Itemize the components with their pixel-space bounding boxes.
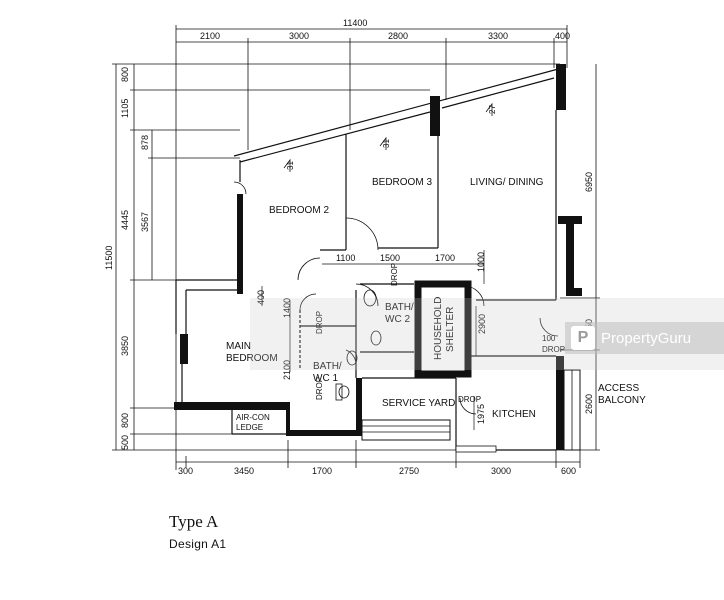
dim-int-100: 100 (542, 334, 556, 343)
room-aircon-line2: LEDGE (236, 423, 263, 432)
dim-int-1975: 1975 (476, 404, 486, 424)
dim-top-5: 400 (555, 31, 570, 41)
room-access-balcony-line1: ACCESS (598, 383, 639, 394)
window-label-living: 27 (488, 105, 497, 114)
propertyguru-logo-icon: P (571, 326, 595, 350)
plan-type-caption: Type A (169, 512, 219, 531)
dim-int-1500: 1500 (380, 253, 400, 263)
dim-right-1: 6950 (584, 172, 594, 192)
room-bath2-line1: BATH/ (385, 302, 414, 313)
dim-int-1000: 1000 (476, 252, 486, 272)
top-dimensions (175, 25, 568, 470)
dim-top-1: 2100 (200, 31, 220, 41)
watermark: P PropertyGuru (565, 322, 724, 354)
dim-int-1400: 1400 (282, 298, 292, 318)
room-access-balcony-line2: BALCONY (598, 395, 646, 406)
dim-int-2900: 2900 (477, 314, 487, 334)
drop-label-5: DROP (542, 345, 565, 354)
drop-label-3: DROP (315, 377, 324, 400)
window-label-bedroom2: 31 (286, 161, 295, 170)
dim-bottom-4: 2750 (399, 466, 419, 476)
watermark-text: PropertyGuru (601, 329, 692, 347)
dim-left-6: 500 (120, 435, 130, 450)
dim-bottom-5: 3000 (491, 466, 511, 476)
drop-label-2: DROP (315, 311, 324, 334)
room-main-bedroom-line1: MAIN (226, 341, 251, 352)
dim-left-4: 3850 (120, 336, 130, 356)
dim-left-3: 4445 (120, 210, 130, 230)
drop-label-1: DROP (390, 263, 399, 286)
drop-label-4: DROP (458, 395, 481, 404)
room-kitchen: KITCHEN (492, 409, 536, 420)
room-bedroom-3: BEDROOM 3 (372, 177, 432, 188)
dim-right-3: 2600 (584, 394, 594, 414)
bottom-dimensions (176, 440, 581, 468)
window-label-bedroom3: 31 (382, 139, 391, 148)
dim-bottom-6: 600 (561, 466, 576, 476)
room-bedroom-2: BEDROOM 2 (269, 205, 329, 216)
fixtures (335, 289, 382, 401)
dim-left-2: 1105 (120, 99, 130, 118)
dim-bottom-3: 1700 (312, 466, 332, 476)
dim-left-5: 800 (120, 413, 130, 428)
walls (174, 64, 582, 453)
dim-top-total: 11400 (343, 18, 367, 28)
window-markers (283, 102, 493, 172)
room-shelter-line2: SHELTER (445, 307, 456, 352)
room-main-bedroom-line2: BEDROOM (226, 353, 278, 364)
dim-int-1700: 1700 (435, 253, 455, 263)
dim-top-2: 3000 (289, 31, 309, 41)
dim-int-1100: 1100 (336, 253, 355, 263)
doors (233, 181, 559, 415)
room-aircon-line1: AIR-CON (236, 413, 270, 422)
room-bath2-line2: WC 2 (385, 314, 410, 325)
dim-left-total: 11500 (104, 246, 114, 270)
dim-int-2100: 2100 (282, 360, 292, 380)
room-bath1-line1: BATH/ (313, 361, 342, 372)
dim-bottom-1: 300 (178, 466, 193, 476)
plan-design-caption: Design A1 (169, 537, 227, 551)
dim-int-400: 400 (256, 290, 266, 305)
room-bath1-line2: WC 1 (313, 373, 338, 384)
dim-left-inner-2: 3567 (140, 212, 150, 232)
interior-dimension-lines (261, 250, 485, 430)
dim-top-4: 3300 (488, 31, 508, 41)
dim-top-3: 2800 (388, 31, 408, 41)
room-living-dining: LIVING/ DINING (470, 177, 544, 188)
dim-bottom-2: 3450 (234, 466, 254, 476)
room-service-yard: SERVICE YARD (382, 398, 455, 409)
room-shelter-line1: HOUSEHOLD (433, 297, 444, 360)
dim-left-1: 800 (120, 67, 130, 82)
dim-left-inner-1: 878 (140, 135, 150, 150)
